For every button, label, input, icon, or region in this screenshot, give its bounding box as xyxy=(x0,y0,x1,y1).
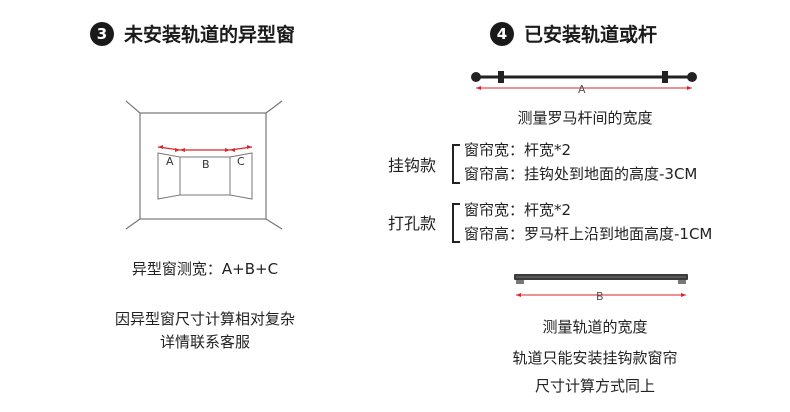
irregular-window-diagram: A B C xyxy=(125,100,283,230)
pane-label-c: C xyxy=(237,155,245,168)
track-end-left xyxy=(516,280,524,284)
track-diagram: B xyxy=(514,274,688,302)
measure-lines xyxy=(157,146,253,151)
track-end-right xyxy=(678,280,686,284)
hook-type-height-rule: 窗帘高：挂钩处到地面的高度-3CM xyxy=(464,165,698,183)
window-pane-right xyxy=(229,152,253,200)
perspective-line-bl xyxy=(125,218,141,230)
step-number-badge: 4 xyxy=(490,21,514,46)
room-back-wall xyxy=(139,112,267,220)
rod-caption: 测量罗马杆间的宽度 xyxy=(517,109,653,127)
section-title-irregular-window: 3 未安装轨道的异型窗 xyxy=(90,20,295,47)
pane-label-b: B xyxy=(202,158,210,171)
roman-rod-diagram: A xyxy=(471,71,697,96)
hook-type-bracket xyxy=(452,144,460,184)
arrowhead-right xyxy=(687,86,692,90)
hole-type-width-rule: 窗帘宽：杆宽*2 xyxy=(464,201,572,219)
rod-finial-left xyxy=(471,72,481,82)
perspective-line-tl xyxy=(125,100,141,114)
track-note-line2: 尺寸计算方式同上 xyxy=(534,377,655,395)
arrowhead-left xyxy=(516,293,521,297)
perspective-line-tr xyxy=(265,100,283,114)
rod-bracket-right xyxy=(662,71,668,83)
section-title-text: 未安装轨道的异型窗 xyxy=(124,24,296,46)
section-title-installed-track: 4 已安装轨道或杆 xyxy=(490,20,657,47)
hole-type-bracket xyxy=(452,203,460,243)
arrowhead-right xyxy=(681,293,686,297)
hook-type-width-rule: 窗帘宽：杆宽*2 xyxy=(464,141,572,159)
rod-measure-label: A xyxy=(578,83,586,96)
hole-type-label: 打孔款 xyxy=(388,214,437,233)
hook-type-label: 挂钩款 xyxy=(388,156,437,175)
irregular-note-line1: 因异型窗尺寸计算相对复杂 xyxy=(114,310,295,328)
track-measure-label: B xyxy=(596,290,604,302)
rod-finial-right xyxy=(687,72,697,82)
pane-label-a: A xyxy=(166,155,174,168)
irregular-note-line2: 详情联系客服 xyxy=(159,333,250,351)
rod-bracket-left xyxy=(498,71,504,83)
arrowhead-left xyxy=(476,86,481,90)
track-note-line1: 轨道只能安装挂钩款窗帘 xyxy=(512,349,678,367)
irregular-window-formula: 异型窗测宽：A+B+C xyxy=(131,260,279,278)
step-number-badge: 3 xyxy=(90,21,114,46)
measure-arrowheads xyxy=(158,145,252,152)
perspective-line-br xyxy=(265,218,283,230)
hole-type-height-rule: 窗帘高：罗马杆上沿到地面高度-1CM xyxy=(464,225,713,243)
section-title-text: 已安装轨道或杆 xyxy=(524,24,658,46)
track-caption: 测量轨道的宽度 xyxy=(542,318,648,336)
